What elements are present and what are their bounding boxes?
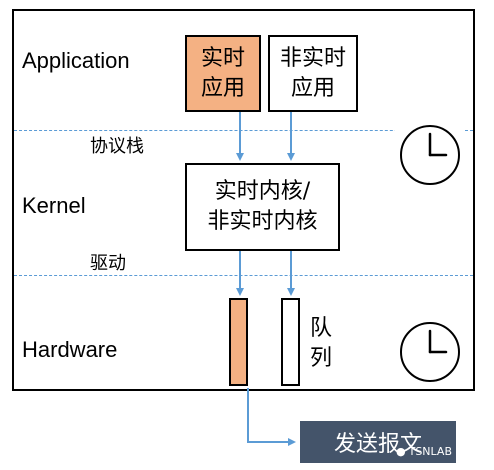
watermark-text: TSNLAB bbox=[408, 445, 452, 458]
non-realtime-queue bbox=[281, 298, 300, 386]
system-frame bbox=[12, 9, 475, 391]
queue-label-char1: 队 bbox=[310, 316, 333, 341]
clock-icon bbox=[395, 318, 465, 386]
wechat-icon: ● bbox=[396, 445, 406, 458]
protocol-stack-label: 协议栈 bbox=[90, 136, 144, 157]
layer-label-kernel: Kernel bbox=[22, 193, 86, 218]
realtime-app-box: 实时 应用 bbox=[185, 35, 261, 112]
kernel-box-line2: 非实时内核 bbox=[207, 209, 318, 234]
clock-icon bbox=[395, 122, 465, 190]
queue-label-char2: 列 bbox=[310, 346, 333, 371]
layer-label-hardware: Hardware bbox=[22, 337, 118, 362]
kernel-hardware-separator bbox=[14, 275, 473, 276]
kernel-box-line1: 实时内核/ bbox=[214, 179, 311, 204]
app-kernel-separator bbox=[14, 130, 473, 131]
non-realtime-app-box: 非实时 应用 bbox=[268, 35, 358, 112]
realtime-app-line2: 应用 bbox=[200, 75, 245, 101]
watermark: ● TSNLAB bbox=[396, 445, 452, 458]
send-packet-box: 发送报文 bbox=[300, 421, 456, 463]
non-realtime-app-line1: 非实时 bbox=[279, 45, 346, 71]
send-packet-label: 发送报文 bbox=[333, 432, 422, 457]
driver-label: 驱动 bbox=[90, 253, 126, 274]
layer-label-application: Application bbox=[22, 48, 130, 73]
non-realtime-app-line2: 应用 bbox=[290, 75, 335, 101]
arrow-queue-to-send bbox=[247, 388, 296, 446]
realtime-queue bbox=[229, 298, 248, 386]
realtime-app-line1: 实时 bbox=[200, 45, 245, 71]
kernel-box: 实时内核/ 非实时内核 bbox=[185, 163, 340, 251]
